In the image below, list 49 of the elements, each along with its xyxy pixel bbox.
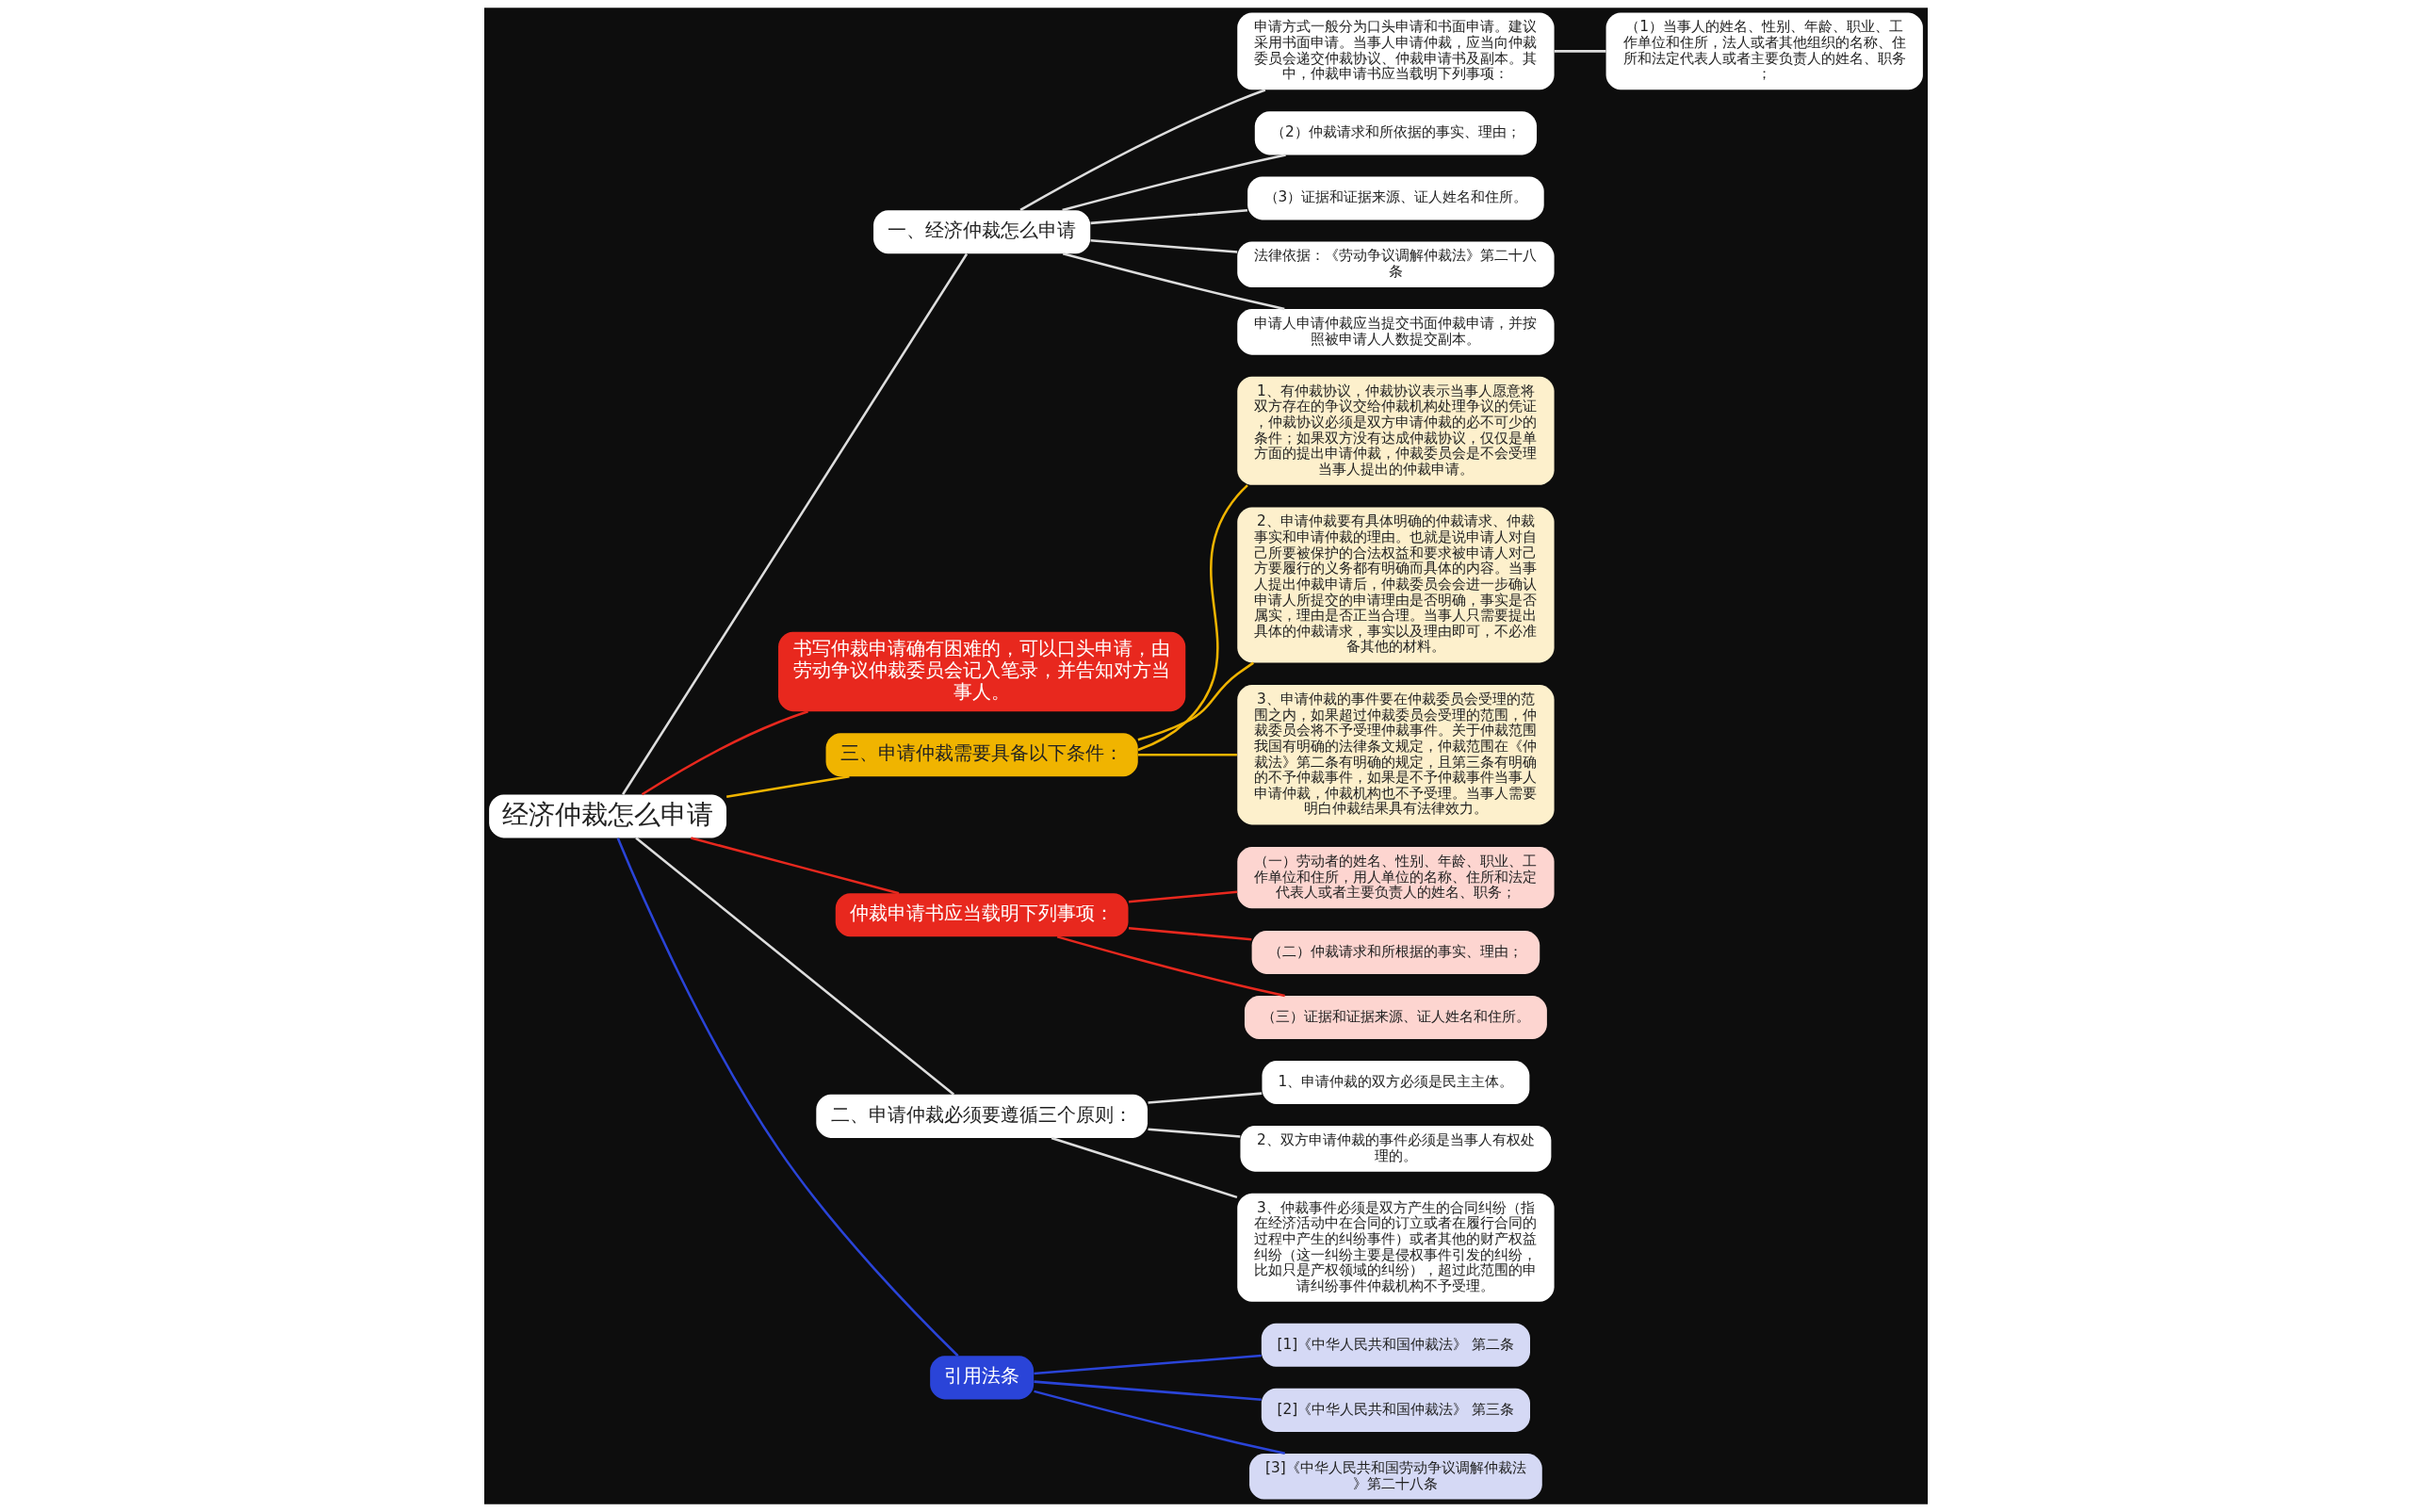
connector	[691, 837, 900, 895]
connector	[1090, 238, 1238, 253]
node-box: （3）证据和证据来源、证人姓名和住所。	[1247, 176, 1544, 220]
node-box: [3]《中华人民共和国劳动争议调解仲裁法》第二十八条	[1249, 1453, 1542, 1500]
node-box: 三、申请仲裁需要具备以下条件：	[825, 733, 1138, 777]
node-box: 一、经济仲裁怎么申请	[873, 210, 1091, 254]
connector	[641, 710, 808, 796]
connector	[1034, 1390, 1285, 1455]
node-box: （2）仲裁请求和所依据的事实、理由；	[1254, 111, 1538, 155]
node-box: 2、申请仲裁要有具体明确的仲裁请求、仲裁事实和申请仲裁的理由。也就是说申请人对自己所要被保护的合法权益和要求被申请人对己方要履行的义务都有明确而具体的内容。当事人提出仲裁申请后，仲裁委员会会进一步确认申请人所提交的申请理由是否明确，事实是否属实，理由是否正当合理。当事人只需要提出具体的仲裁请求，事实以及理由即可，不必准备其他的材料。	[1237, 507, 1555, 663]
node-box: 经济仲裁怎么申请	[489, 794, 727, 838]
node-box: （一）劳动者的姓名、性别、年龄、职业、工作单位和住所，用人单位的名称、住所和法定代表人或者主要负责人的姓名、职务；	[1237, 847, 1555, 909]
connector	[1148, 1128, 1241, 1138]
node-box: 书写仲裁申请确有困难的，可以口头申请，由劳动争议仲裁委员会记入笔录，并告知对方当事人。	[778, 631, 1186, 712]
connector	[635, 837, 955, 1096]
connector	[725, 775, 850, 799]
connector	[1090, 208, 1247, 225]
connector	[1137, 753, 1237, 756]
node-box: 仲裁申请书应当载明下列事项：	[835, 893, 1129, 937]
node-box: 3、仲裁事件必须是双方产生的合同纠纷（指在经济活动中在合同的订立或者在履行合同的过程中产生的纠纷事件）或者其他的财产权益纠纷（这一纠纷主要是侵权事件引发的纠纷，比如只是产权领域的纠纷），超过此范围的申请纠纷事件仲裁机构不予受理。	[1237, 1193, 1555, 1302]
node-box: （二）仲裁请求和所根据的事实、理由；	[1251, 930, 1540, 974]
node-box: 3、申请仲裁的事件要在仲裁委员会受理的范围之内，如果超过仲裁委员会受理的范围，仲裁委员会将不予受理仲裁事件。关于仲裁范围我国有明确的法律条文规定，仲裁范围在《仲裁法》第二条有明确的规定，且第三条有明确的不予仲裁事件，如果是不予仲裁事件当事人申请仲裁，仲裁机构也不予受理。当事人需要明白仲裁结果具有法律效力。	[1237, 685, 1555, 825]
connector	[1051, 1136, 1238, 1199]
connector	[1034, 1380, 1262, 1401]
node-box: （1）当事人的姓名、性别、年龄、职业、工作单位和住所，法人或者其他组织的名称、住所和法定代表人或者主要负责人的姓名、职务；	[1605, 12, 1923, 90]
node-box: [2]《中华人民共和国仲裁法》 第三条	[1261, 1388, 1530, 1432]
connector	[1034, 1354, 1262, 1375]
connector	[1148, 1092, 1263, 1104]
connector	[1056, 935, 1285, 998]
connector	[622, 252, 969, 795]
connector	[1019, 89, 1266, 212]
connector	[1128, 890, 1238, 903]
connector	[616, 837, 959, 1358]
node-box: 引用法条	[930, 1356, 1035, 1400]
connector	[1062, 252, 1285, 311]
connector	[1137, 484, 1248, 752]
node-box: 1、有仲裁协议，仲裁协议表示当事人愿意将双方存在的争议交给仲裁机构处理争议的凭证，仲裁协议必须是双方申请仲裁的必不可少的条件；如果双方没有达成仲裁协议，仅仅是单方面的提出申请仲裁，仲裁委员会是不会受理当事人提出的仲裁申请。	[1237, 376, 1555, 485]
node-box: 申请方式一般分为口头申请和书面申请。建议采用书面申请。当事人申请仲裁，应当向仲裁委员会递交仲裁协议、仲裁申请书及副本。其中，仲裁申请书应当载明下列事项：	[1237, 12, 1555, 90]
connector	[1128, 927, 1252, 941]
connector	[1554, 50, 1606, 53]
node-box: 2、双方申请仲裁的事件必须是当事人有权处理的。	[1240, 1126, 1552, 1172]
node-box: 法律依据：《劳动争议调解仲裁法》第二十八条	[1237, 241, 1555, 288]
node-box: 二、申请仲裁必须要遵循三个原则：	[816, 1094, 1148, 1138]
node-box: [1]《中华人民共和国仲裁法》 第二条	[1261, 1323, 1530, 1367]
node-box: 1、申请仲裁的双方必须是民主主体。	[1262, 1061, 1530, 1105]
node-box: （三）证据和证据来源、证人姓名和住所。	[1244, 996, 1547, 1039]
node-box: 申请人申请仲裁应当提交书面仲裁申请，并按照被申请人人数提交副本。	[1237, 309, 1555, 355]
connector	[1062, 154, 1286, 212]
connector	[1137, 661, 1254, 741]
